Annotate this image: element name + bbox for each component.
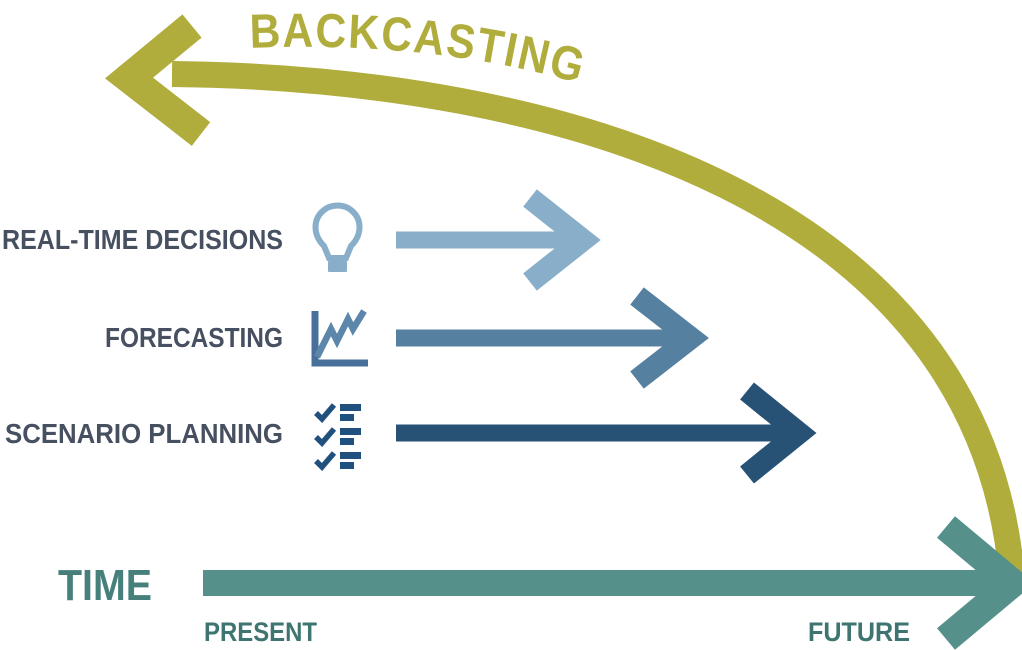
backcasting-arrowhead-icon [105,14,211,146]
row-label-forecasting: FORECASTING [105,322,283,353]
lightbulb-icon [312,202,363,272]
row-label-scenario-planning: SCENARIO PLANNING [5,418,283,449]
line-chart-icon [311,309,368,367]
arrow-forecasting [396,287,709,389]
row-label-real-time-decisions: REAL-TIME DECISIONS [2,224,283,255]
arrow-real-time-decisions [396,189,601,291]
arrow-scenario-planning [396,382,817,484]
backcasting-curve [171,61,1022,580]
present-label: PRESENT [204,617,317,647]
future-label: FUTURE [808,617,910,647]
row-scenario-planning: SCENARIO PLANNING [5,382,817,484]
checklist-icon [314,403,361,472]
row-forecasting: FORECASTING [105,287,709,389]
backcasting-arrow [105,14,1022,580]
time-axis: TIME PRESENT FUTURE [58,516,1022,650]
time-label: TIME [58,561,152,610]
time-arrow [203,516,1022,650]
row-real-time-decisions: REAL-TIME DECISIONS [2,189,601,291]
